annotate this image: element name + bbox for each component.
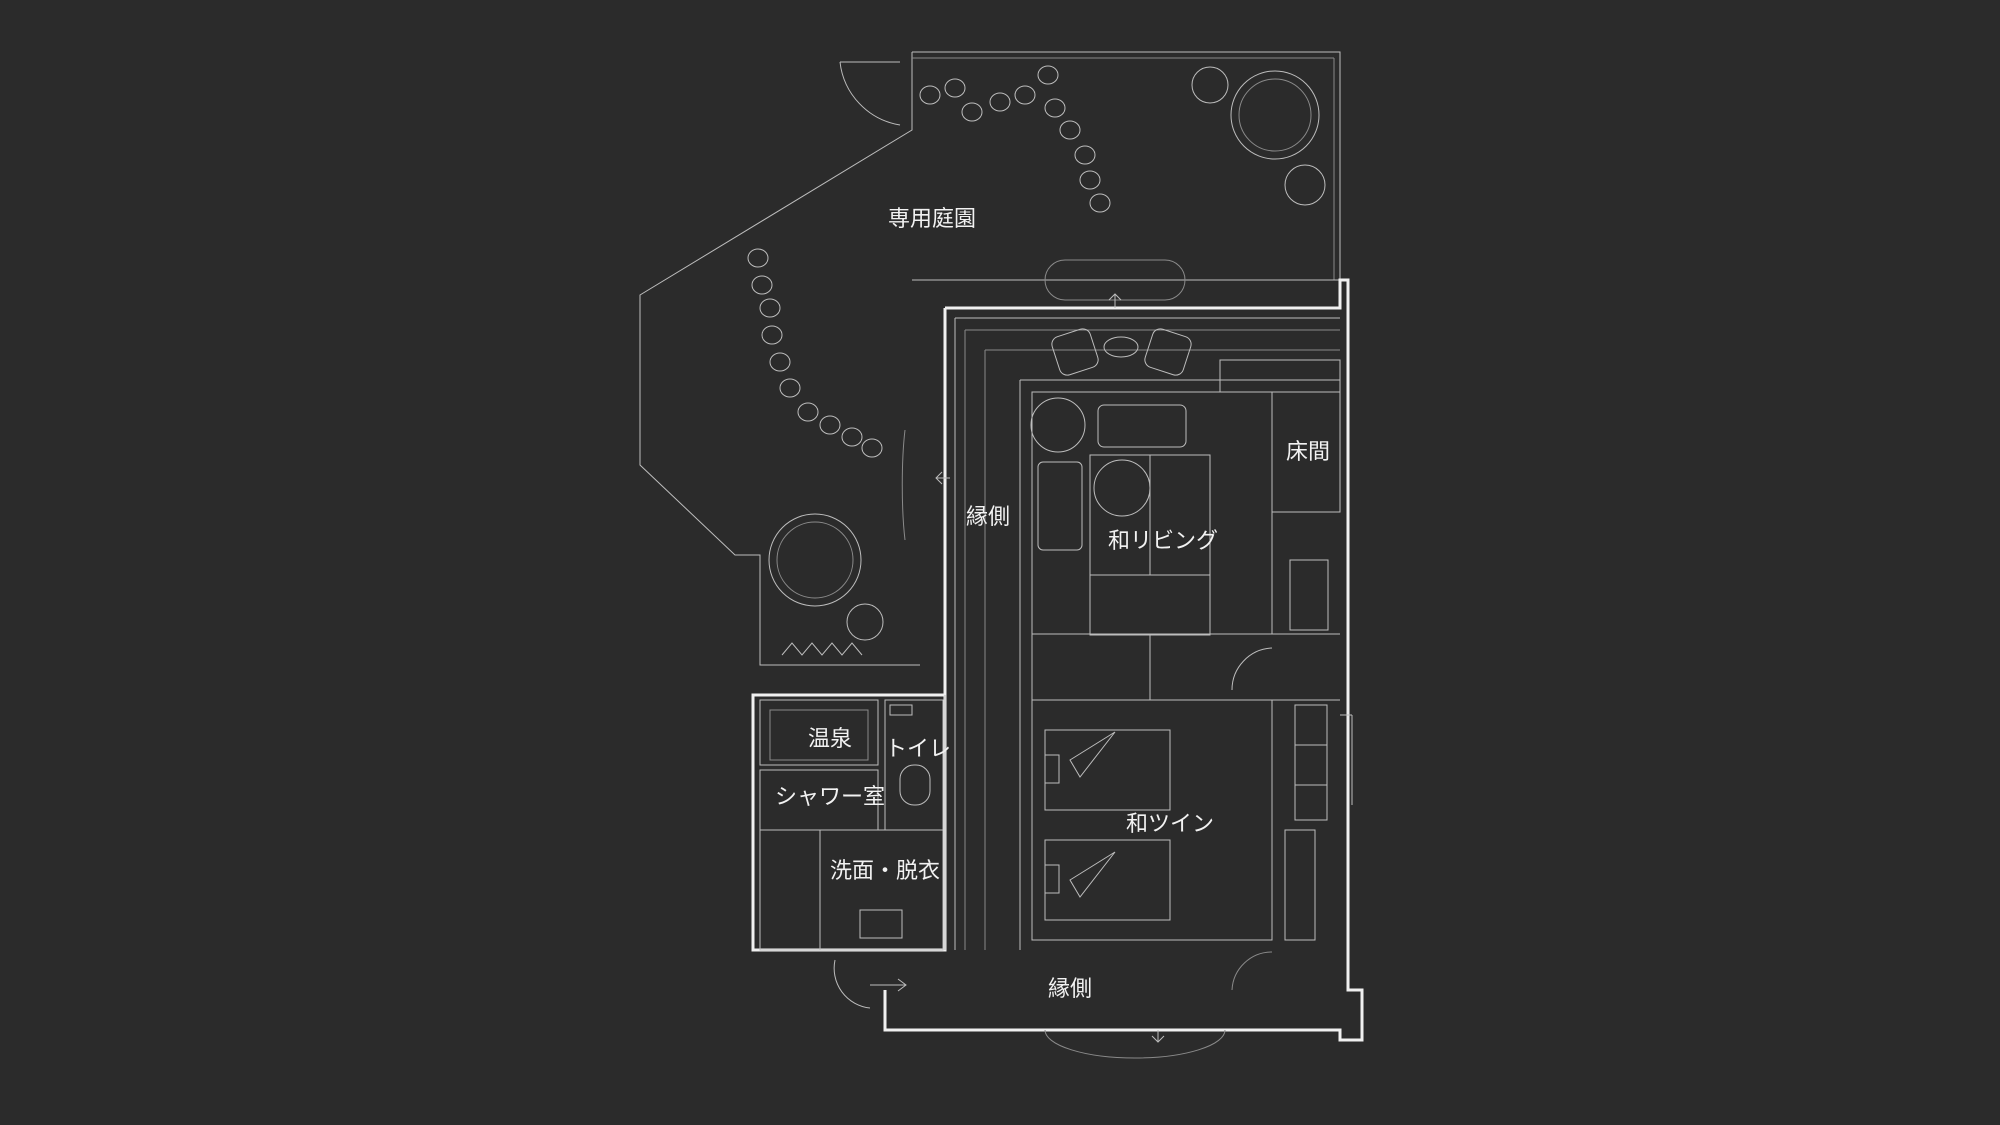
engawa-arrows (870, 293, 1226, 1059)
stepping-stones (747, 65, 1111, 458)
label-shower: シャワー室 (775, 785, 885, 810)
label-engawa-bottom: 縁側 (1048, 977, 1092, 1002)
label-toilet: トイレ (885, 737, 951, 762)
garden-outline (639, 51, 1341, 666)
bathroom-block (759, 695, 1273, 1009)
living-room (1030, 391, 1340, 700)
building-outline (751, 278, 1364, 1042)
label-twin: 和ツイン (1126, 812, 1214, 837)
label-living: 和リビング (1108, 529, 1218, 554)
label-engawa-top: 縁側 (966, 505, 1010, 530)
label-garden: 専用庭園 (888, 207, 976, 232)
tree-top-right (1191, 66, 1326, 206)
tokonoma (1219, 359, 1341, 631)
label-tokonoma: 床間 (1286, 440, 1330, 465)
tree-left (768, 513, 884, 656)
label-onsen: 温泉 (808, 727, 852, 752)
label-washroom: 洗面・脱衣 (830, 859, 940, 884)
engawa-furniture (1044, 259, 1192, 376)
twin-room (1031, 699, 1353, 941)
